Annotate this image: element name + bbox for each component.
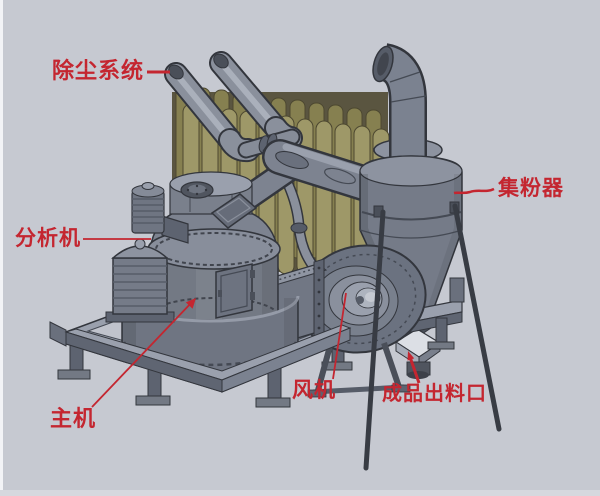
label-dust-system: 除尘系统 (52, 58, 145, 83)
bottom-edge-strip (0, 490, 600, 496)
left-edge-strip (0, 0, 3, 496)
leader-outlet (408, 356, 421, 384)
analyzer-motor (131, 182, 189, 244)
label-powder-collector: 集粉器 (498, 176, 564, 200)
cyclone-chimney-elbow (372, 43, 427, 164)
label-main-unit: 主机 (50, 406, 97, 431)
leader-collector (453, 187, 495, 195)
label-fan: 风机 (292, 378, 336, 402)
base-frame-front-beams (64, 324, 352, 393)
leader-fan (332, 292, 347, 380)
analyzer-section (169, 171, 258, 229)
main-motor (105, 238, 175, 323)
mill-access-door (215, 263, 255, 319)
cyclone-tripod-legs (363, 203, 502, 471)
label-analyzer: 分析机 (15, 226, 81, 250)
mill-main-unit (105, 171, 300, 374)
leader-lines (83, 70, 495, 408)
label-product-outlet: 成品出料口 (382, 383, 487, 405)
header-pipes (164, 51, 303, 163)
leader-main-unit (91, 300, 194, 408)
